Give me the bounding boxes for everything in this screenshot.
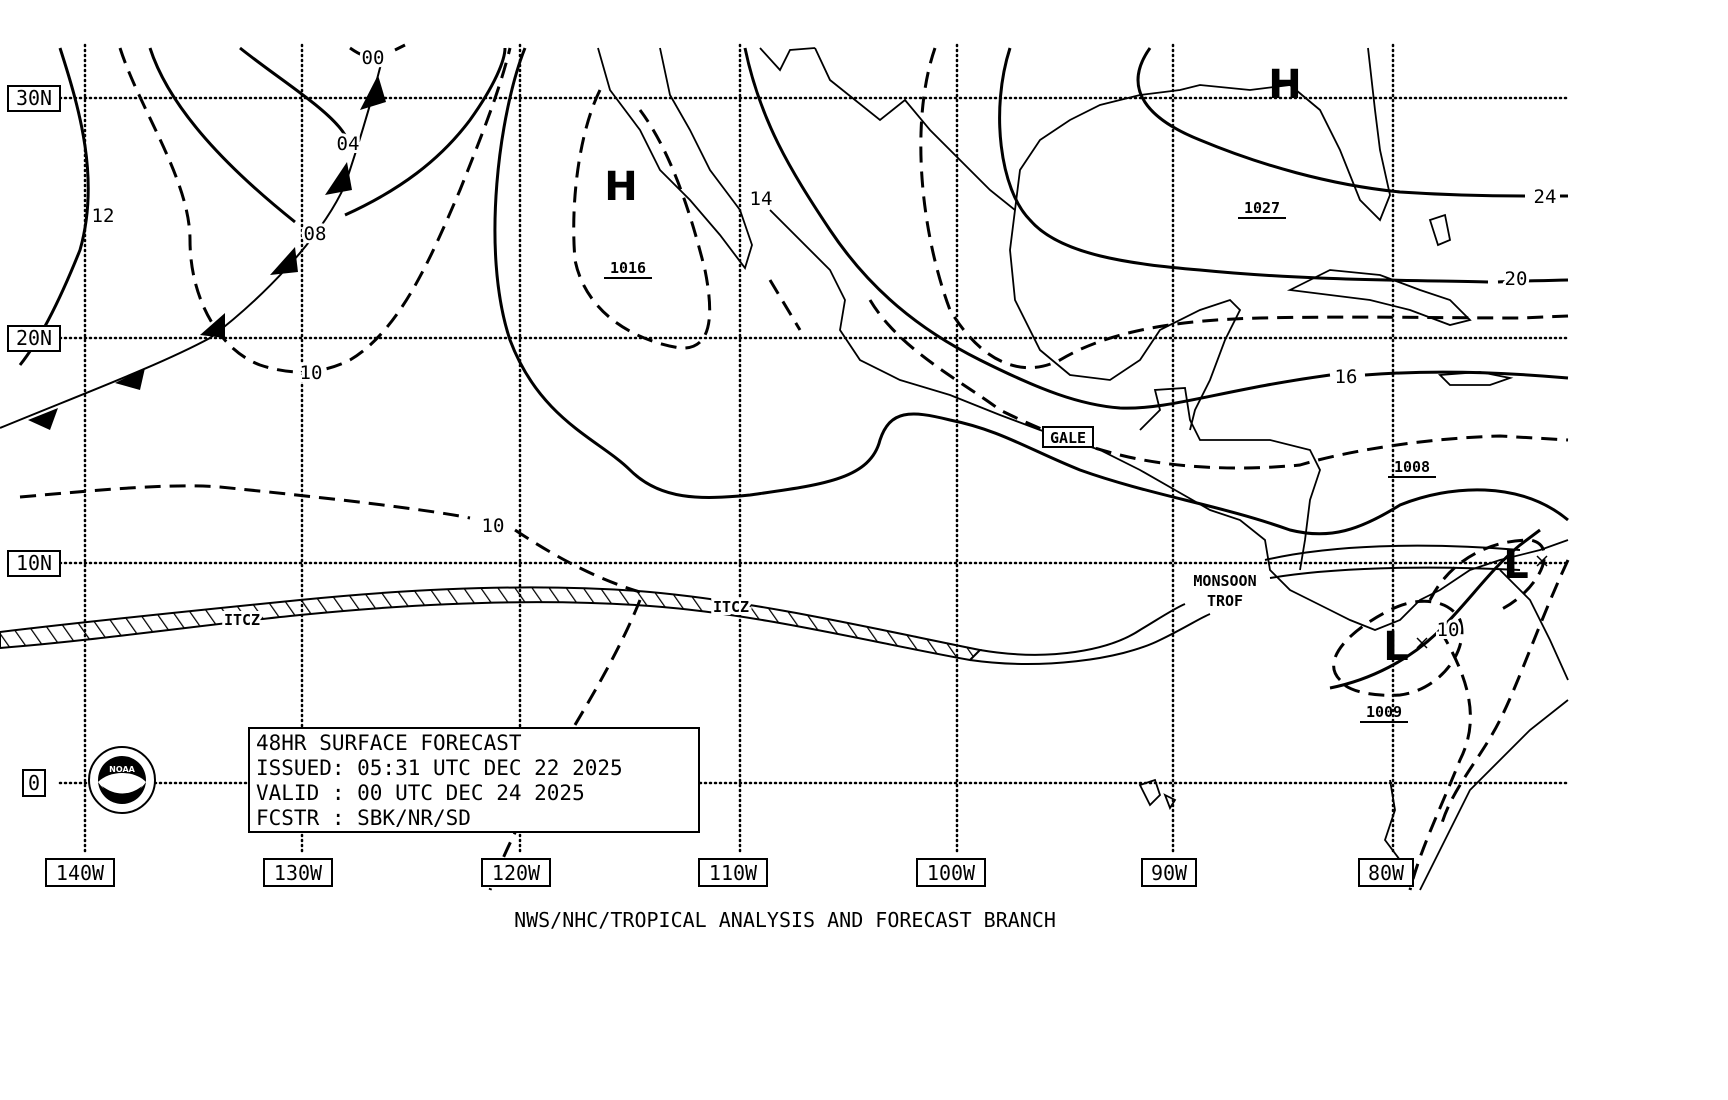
info-title: 48HR SURFACE FORECAST (256, 731, 522, 755)
forecast-info-box: 48HR SURFACE FORECAST ISSUED: 05:31 UTC … (248, 727, 700, 833)
lon-label: 130W (274, 861, 323, 885)
low-pressure-symbol: L (1503, 542, 1529, 588)
coastlines (597, 47, 1569, 891)
cold-front (0, 59, 386, 430)
isobar-label: 00 (362, 47, 385, 69)
itcz-label: ITCZ (224, 611, 260, 629)
lon-label: 80W (1368, 861, 1405, 885)
isobar-labels: 00 04 08 12 10 14 24 20 16 10 10 (89, 44, 1560, 644)
lat-label: 30N (16, 86, 52, 110)
low-center-x-icon (1416, 637, 1428, 649)
pressure-centers: H 1016 H 1027 L 1008 L 1009 (604, 62, 1548, 723)
noaa-logo-text: NOAA (109, 765, 135, 774)
isobar-label: 10 (300, 362, 323, 384)
itcz-label: ITCZ (713, 598, 749, 616)
low-center-x-icon (1536, 555, 1548, 567)
lat-label: 20N (16, 326, 52, 350)
high-pressure-symbol: H (1268, 62, 1301, 108)
isobar-label: 14 (750, 188, 773, 210)
info-forecaster: FCSTR : SBK/NR/SD (256, 806, 471, 830)
latitude-labels: 30N 20N 10N 0 (7, 85, 61, 797)
center-pressure: 1009 (1366, 703, 1402, 721)
isobar-label: 10 (482, 515, 505, 537)
low-pressure-symbol: L (1383, 624, 1409, 670)
gale-warning: GALE (1042, 426, 1094, 448)
isobar-label: 20 (1505, 268, 1528, 290)
gale-label: GALE (1050, 429, 1086, 447)
longitude-labels: 140W 130W 120W 110W 100W 90W 80W (45, 858, 1414, 887)
isobar-label: 24 (1534, 186, 1557, 208)
info-issued: ISSUED: 05:31 UTC DEC 22 2025 (256, 756, 623, 780)
feature-labels: ITCZ ITCZ MONSOON TROF (221, 569, 1260, 632)
lat-label: 0 (28, 771, 40, 795)
center-pressure: 1027 (1244, 199, 1280, 217)
noaa-logo: NOAA (88, 746, 156, 814)
lon-label: 110W (709, 861, 758, 885)
isobar-label: 08 (304, 223, 327, 245)
isobar-label: 16 (1335, 366, 1358, 388)
isobar-label: 04 (337, 133, 360, 155)
isobar-label: 10 (1437, 619, 1460, 641)
lon-label: 140W (56, 861, 105, 885)
high-pressure-symbol: H (604, 164, 637, 210)
center-pressure: 1008 (1394, 458, 1430, 476)
monsoon-trough-label: TROF (1207, 592, 1243, 610)
lon-label: 100W (927, 861, 976, 885)
center-pressure: 1016 (610, 259, 646, 277)
itcz-band (0, 544, 1521, 665)
lon-label: 120W (492, 861, 541, 885)
lon-label: 90W (1151, 861, 1188, 885)
isobar-label: 12 (92, 205, 115, 227)
info-valid: VALID : 00 UTC DEC 24 2025 (256, 781, 585, 805)
monsoon-trough-label: MONSOON (1193, 572, 1256, 590)
footer-credit: NWS/NHC/TROPICAL ANALYSIS AND FORECAST B… (514, 908, 1056, 932)
isobars-dashed (19, 43, 1570, 891)
lat-label: 10N (16, 551, 52, 575)
